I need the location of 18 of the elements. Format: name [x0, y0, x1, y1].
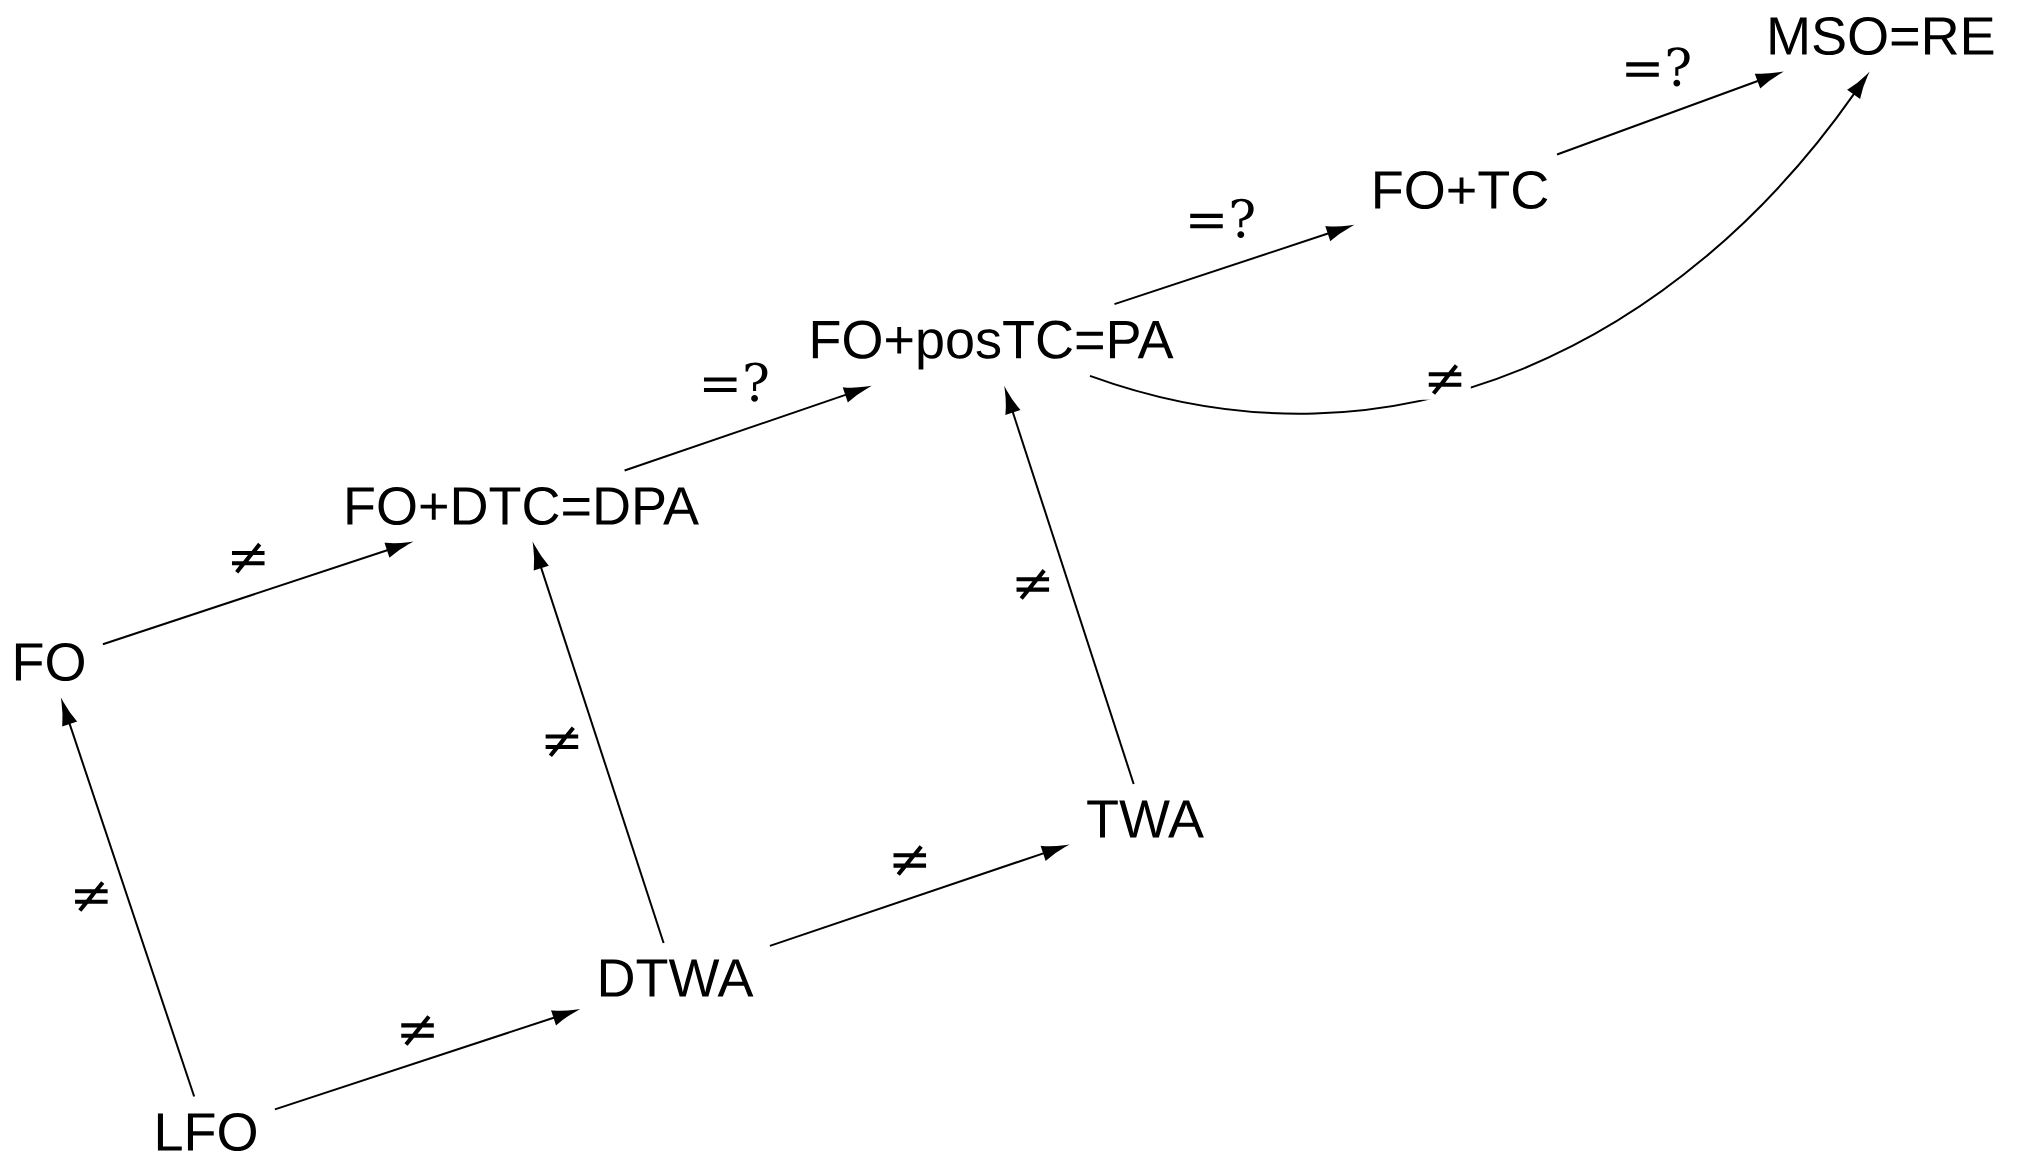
node-label: FO+DTC=DPA	[347, 486, 699, 526]
node-label: LFO	[157, 1112, 256, 1152]
edge-label: ≠	[222, 538, 274, 579]
edge-label: =?	[1180, 194, 1261, 243]
edge-label: ≠	[1419, 360, 1471, 400]
edge-label: ≠	[536, 722, 588, 763]
arrow	[273, 1009, 577, 1111]
node-label: TWA	[1087, 800, 1204, 838]
edge-label: ≠	[391, 1011, 444, 1051]
edge-label: =?	[1616, 43, 1697, 91]
node-label: FO+posTC=PA	[812, 320, 1174, 370]
arrow	[1089, 74, 1868, 415]
node-label: MSO=RE	[1770, 16, 1994, 56]
edge-label: ≠	[884, 841, 936, 881]
edge-label: ≠	[65, 877, 118, 917]
node-label: DTWA	[600, 959, 754, 997]
node-label: FO	[15, 642, 84, 682]
node-label: FO+TC	[1375, 170, 1548, 210]
